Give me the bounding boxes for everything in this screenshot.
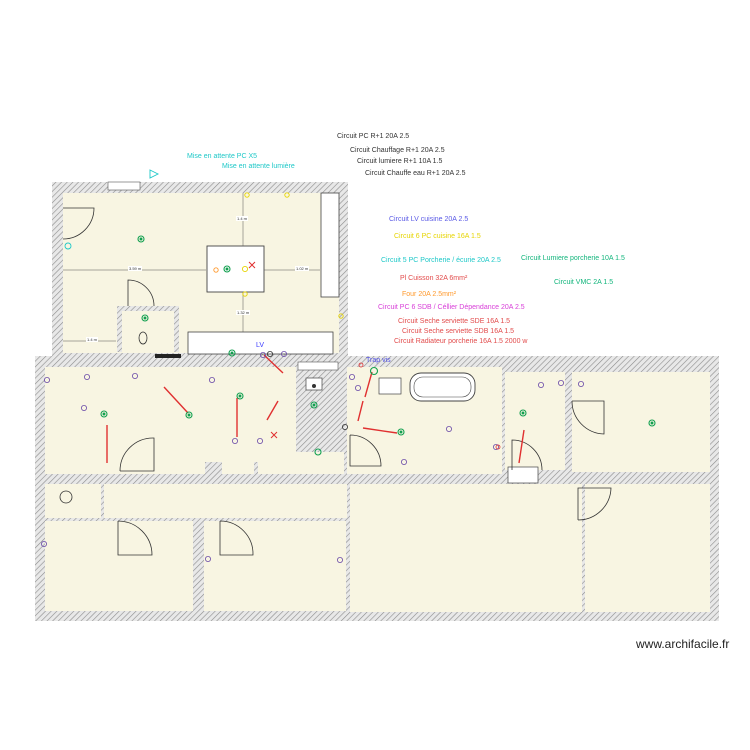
circuit-label-lumiere-r1: Circuit lumiere R+1 10A 1.5 <box>357 158 443 165</box>
lower-building <box>35 354 719 621</box>
wiring-runs <box>106 354 525 464</box>
circuit-label-pc-sdb: Circuit PC 6 SDB / Céllier Dépendance 20… <box>378 304 525 311</box>
trap-tag: Trap vis <box>366 357 391 364</box>
circuit-label-attente-pc: Mise en attente PC X5 <box>187 153 258 160</box>
circuit-label-pc-r1: Circuit PC R+1 20A 2.5 <box>337 133 410 140</box>
outlet-points <box>41 350 585 564</box>
lv-tag: LV <box>256 342 265 349</box>
circuit-label-pc-cuisine: Circuit 6 PC cuisine 16A 1.5 <box>394 233 481 240</box>
light-points <box>100 235 656 456</box>
dimension-d-1-4-b: 1.4 m <box>86 337 99 342</box>
circuit-label-vmc: Circuit VMC 2A 1.5 <box>554 279 614 286</box>
doors <box>62 207 612 556</box>
dimension-d-1-02: 1.02 m <box>295 266 310 271</box>
dimension-d-3-59: 3.59 m <box>128 266 143 271</box>
dimension-d-1-4-a: 1.4 m <box>236 216 249 221</box>
circuit-label-four: Four 20A 2.5mm² <box>402 291 457 298</box>
dimension-d-1-32: 1.32 m <box>236 310 251 315</box>
circuit-label-chauffage-r1: Circuit Chauffage R+1 20A 2.5 <box>350 147 445 154</box>
circuit-label-chauffe-eau-r1: Circuit Chauffe eau R+1 20A 2.5 <box>365 170 466 177</box>
circuit-label-radiateur-porcherie: Circuit Radiateur porcherie 16A 1.5 2000… <box>394 338 528 345</box>
circuit-label-seche-sde: Circuit Seche serviette SDE 16A 1.5 <box>398 318 511 325</box>
upper-building <box>52 181 348 358</box>
watermark-text: www.archifacile.fr <box>636 637 730 651</box>
circuit-label-attente-lumiere: Mise en attente lumière <box>222 163 295 170</box>
circuit-label-pl-cuisson: Pl Cuisson 32A 6mm² <box>400 275 468 282</box>
circuit-label-pc-porcherie: Circuit 5 PC Porcherie / écurie 20A 2.5 <box>381 257 501 264</box>
circuit-label-lumiere-porcherie: Circuit Lumiere porcherie 10A 1.5 <box>521 255 625 262</box>
circuit-label-lv-cuisine: Circuit LV cuisine 20A 2.5 <box>389 216 469 223</box>
circuit-label-seche-sdb: Circuit Seche serviette SDB 16A 1.5 <box>402 328 515 335</box>
fixture-markers <box>59 169 501 504</box>
